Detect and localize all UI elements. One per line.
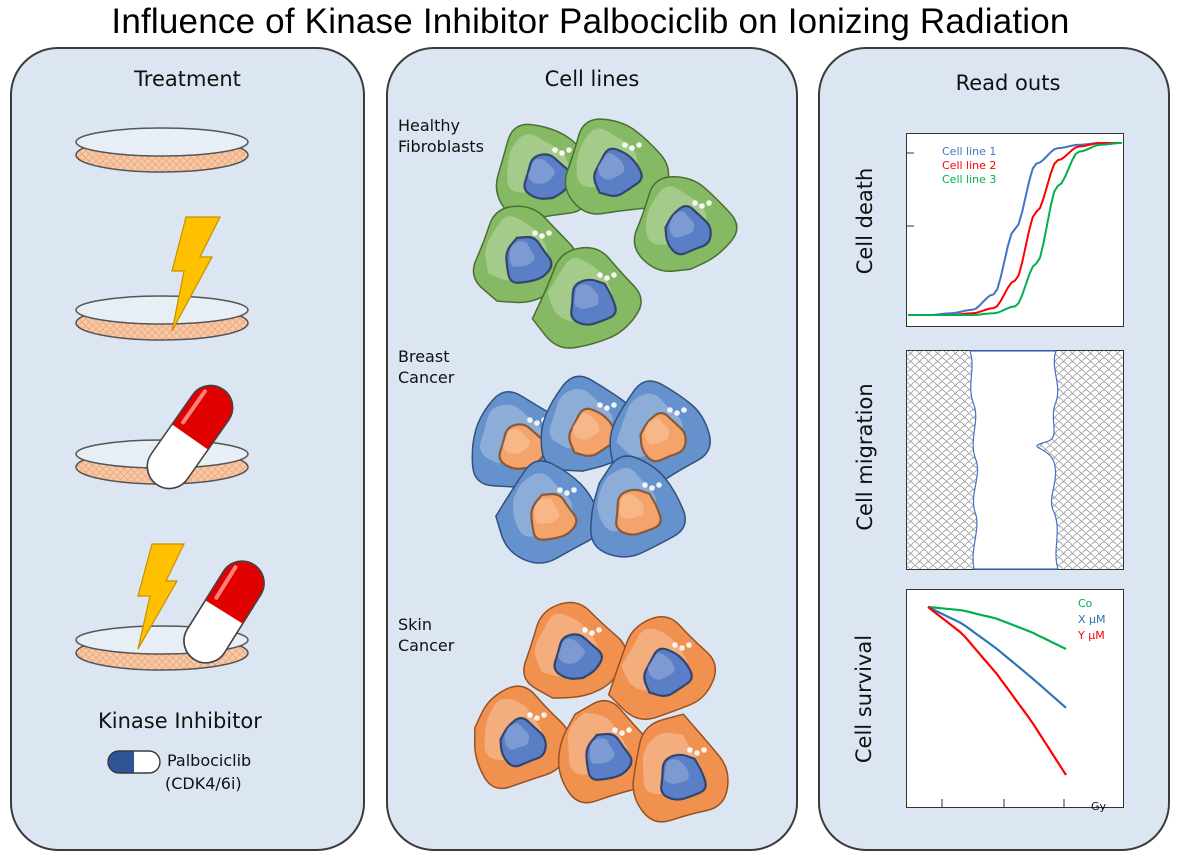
- palbociclib-capsule-icon: [107, 750, 161, 774]
- cell-icon: [495, 460, 602, 564]
- cell-survival-chart: Co X µM Y µM: [906, 589, 1124, 808]
- legend-entry: Cell line 1: [942, 145, 996, 158]
- treatment-panel: Treatment: [10, 47, 365, 851]
- lightning-bolt-icon: [137, 543, 185, 650]
- treatment-illustrations: [75, 127, 265, 774]
- drug-class-label: (CDK4/6i): [165, 774, 242, 793]
- series-line-1: [927, 605, 1067, 650]
- cell-migration-chart: [906, 350, 1124, 570]
- cell-icon: [633, 175, 738, 273]
- survival-x-unit-label: Gy: [1091, 800, 1107, 813]
- series-line-2: [927, 606, 1067, 709]
- breast-cancer-label: Breast Cancer: [398, 347, 455, 387]
- drug-name-label: Palbociclib: [167, 751, 252, 770]
- legend-entry: Co: [1078, 597, 1093, 610]
- legend-entry: Y µM: [1077, 629, 1105, 642]
- series-line-3: [927, 606, 1067, 776]
- series-line-1: [908, 142, 1122, 316]
- cell-lines-panel: Cell lines Healthy Fibroblasts Breast Ca…: [386, 47, 798, 851]
- cell-icon: [531, 246, 642, 349]
- cell-icon: [564, 118, 670, 215]
- capsule-pill-icon: [146, 384, 234, 490]
- cell-icon: [632, 713, 729, 823]
- cell-lines-title: Cell lines: [544, 67, 640, 91]
- capsule-pill-icon: [183, 560, 265, 664]
- cell-death-axis-label: Cell death: [853, 167, 877, 275]
- cell-icon: [607, 616, 717, 720]
- lightning-bolt-icon: [171, 216, 221, 332]
- kinase-inhibitor-label: Kinase Inhibitor: [98, 709, 262, 733]
- cell-icon: [473, 685, 571, 790]
- figure-title: Influence of Kinase Inhibitor Palbocicli…: [111, 2, 1070, 41]
- series-line-3: [908, 142, 1123, 316]
- cell-clusters: [471, 118, 738, 823]
- cell-icon: [609, 380, 711, 486]
- cell-migration-axis-label: Cell migration: [853, 383, 877, 531]
- treatment-title: Treatment: [134, 67, 241, 91]
- skin-cancer-label: Skin Cancer: [398, 615, 455, 655]
- wound-gap: [969, 350, 1059, 570]
- legend-entry: Cell line 3: [942, 173, 996, 186]
- read-outs-title: Read outs: [955, 71, 1061, 95]
- petri-dish-radiation: [75, 295, 249, 341]
- cell-icon: [557, 699, 655, 804]
- healthy-fibroblasts-label: Healthy Fibroblasts: [398, 116, 485, 156]
- cell-icon: [523, 601, 627, 699]
- cell-icon: [590, 455, 686, 558]
- cell-survival-axis-label: Cell survival: [852, 634, 876, 764]
- petri-dish-control: [75, 127, 249, 173]
- legend-entry: X µM: [1078, 613, 1106, 626]
- legend-entry: Cell line 2: [942, 159, 996, 172]
